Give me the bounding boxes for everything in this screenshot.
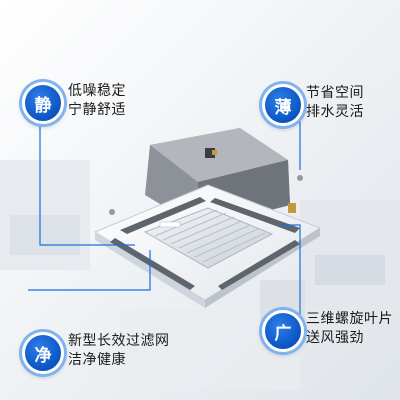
feature-text-quiet: 低噪稳定 宁静舒适 bbox=[68, 82, 126, 120]
feature-line: 节省空间 bbox=[306, 85, 364, 101]
feature-line: 宁静舒适 bbox=[68, 102, 126, 118]
feature-text-thin: 节省空间 排水灵活 bbox=[306, 84, 364, 122]
feature-text-wide: 三维螺旋叶片 送风强劲 bbox=[306, 310, 393, 348]
feature-line: 洁净健康 bbox=[68, 352, 126, 368]
feature-badge-thin: 薄 bbox=[262, 84, 304, 126]
feature-line: 低噪稳定 bbox=[68, 83, 126, 99]
feature-badge-clean: 净 bbox=[22, 332, 64, 374]
feature-line: 三维螺旋叶片 bbox=[306, 311, 393, 327]
feature-line: 送风强劲 bbox=[306, 330, 364, 346]
feature-text-clean: 新型长效过滤网 洁净健康 bbox=[68, 332, 170, 370]
feature-line: 排水灵活 bbox=[306, 104, 364, 120]
feature-badge-quiet: 静 bbox=[22, 82, 64, 124]
feature-badge-wide: 广 bbox=[262, 310, 304, 352]
feature-line: 新型长效过滤网 bbox=[68, 333, 170, 349]
